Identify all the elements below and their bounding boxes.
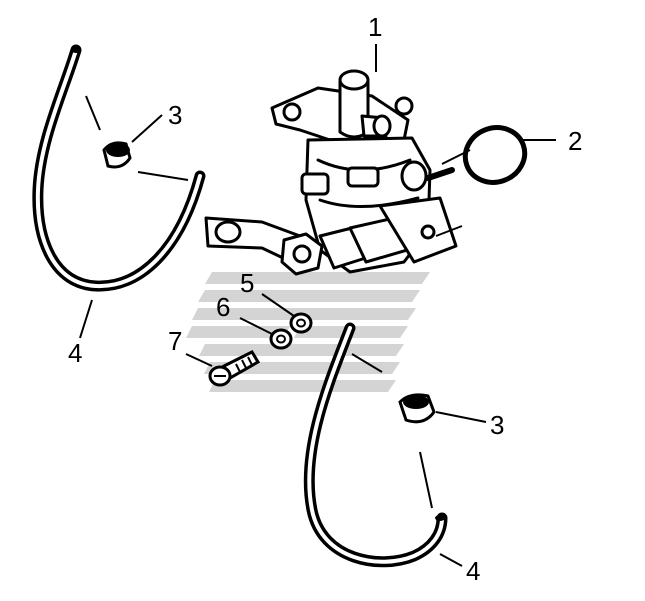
washer-5 — [289, 312, 313, 334]
leader-6 — [239, 317, 273, 335]
grommet-upper — [102, 141, 132, 169]
leader-5 — [261, 293, 295, 317]
callout-6: 6 — [216, 292, 230, 322]
bolt-7 — [208, 350, 261, 387]
leader-3-upper-b — [85, 95, 101, 131]
callout-7: 7 — [168, 326, 182, 356]
callout-4-left: 4 — [68, 338, 82, 368]
washer-6 — [269, 328, 293, 350]
leader-hose-lower — [351, 353, 383, 373]
o-ring-seal — [462, 125, 528, 185]
callout-3-upper: 3 — [168, 100, 182, 130]
fuel-hose-left — [32, 44, 206, 292]
leader-pump-rear — [435, 225, 463, 237]
callout-2: 2 — [568, 126, 582, 156]
leader-3-lower — [435, 411, 487, 423]
callout-4-lower: 4 — [466, 556, 480, 586]
leader-lines — [79, 44, 556, 567]
fuel-pump-assembly — [204, 69, 458, 276]
callout-5: 5 — [240, 268, 254, 298]
leader-4-left — [79, 299, 93, 339]
leader-4-lower — [439, 553, 463, 567]
callout-3-lower: 3 — [490, 410, 504, 440]
callout-1: 1 — [368, 12, 382, 42]
leader-2 — [441, 139, 556, 165]
leader-3-upper-c — [137, 171, 189, 181]
fuel-hose-lower — [303, 322, 448, 568]
leader-3-lower-b — [419, 451, 433, 509]
leader-3-upper — [131, 114, 163, 143]
grommet-lower — [398, 393, 436, 424]
leader-7 — [185, 353, 213, 367]
